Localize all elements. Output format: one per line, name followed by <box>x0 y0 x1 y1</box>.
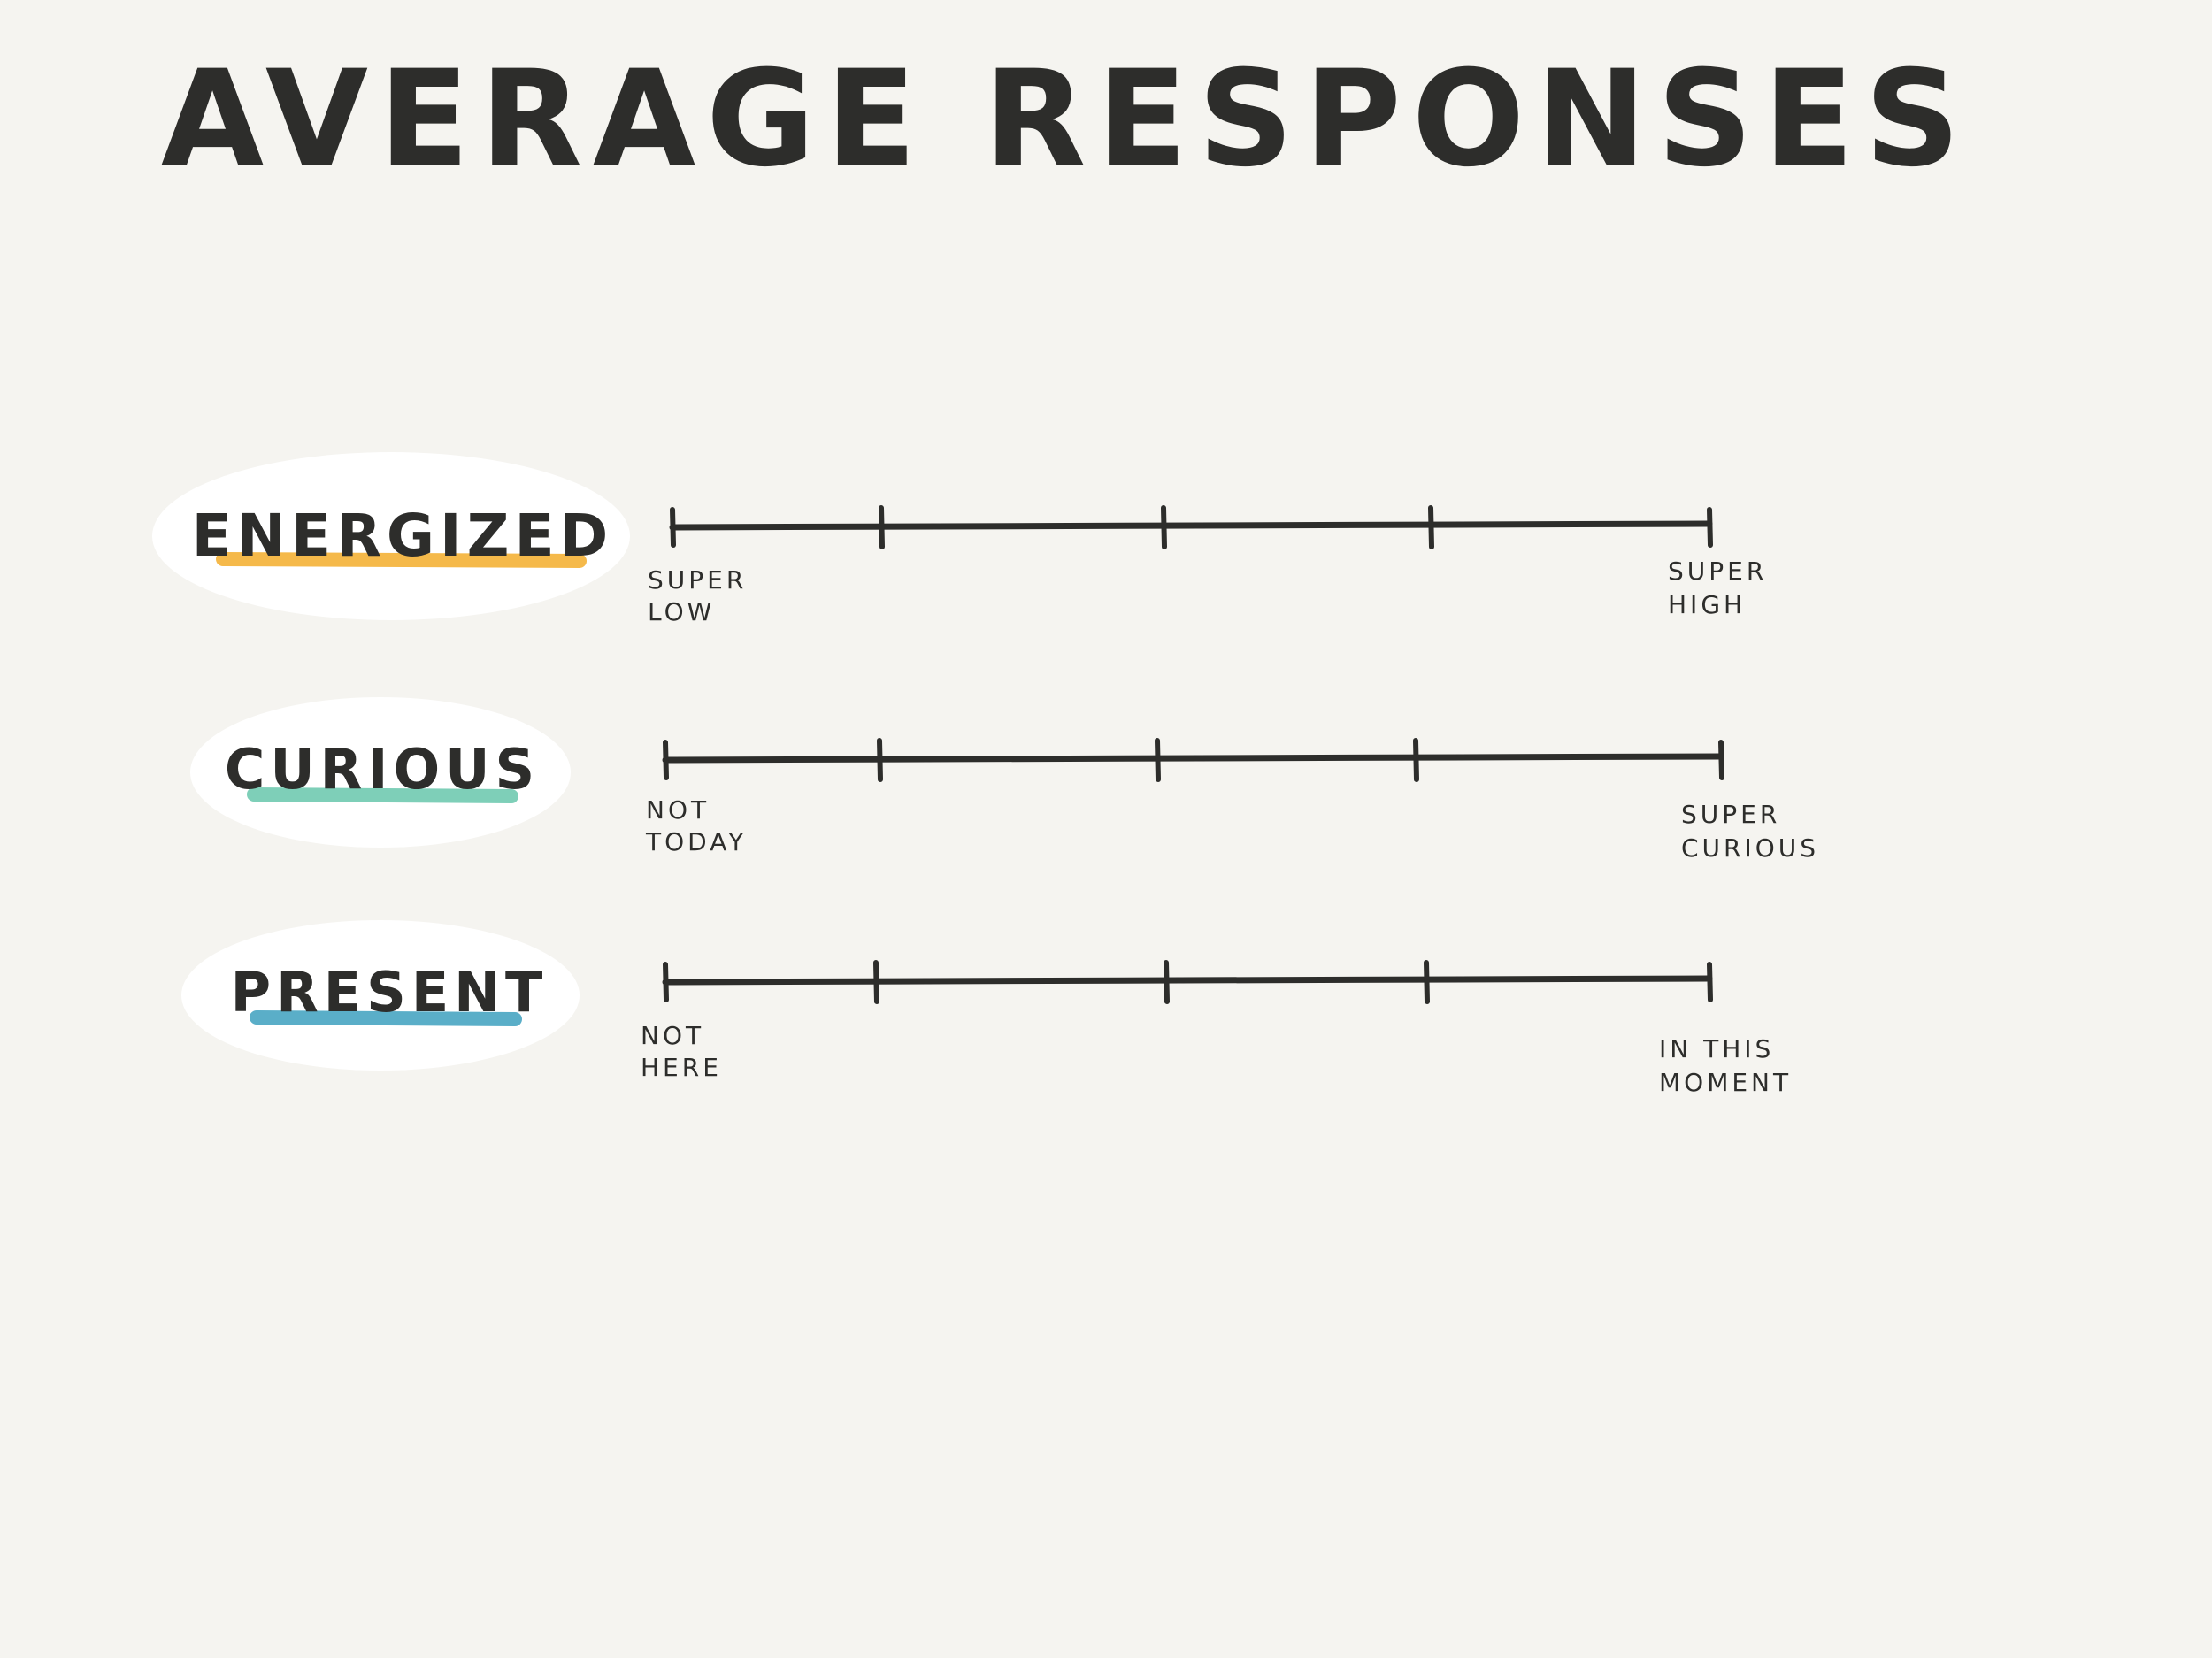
scale-tick <box>1428 505 1434 549</box>
low-end-label: HERE <box>641 1053 722 1082</box>
low-end-label: NOT <box>641 1021 704 1050</box>
label-highlight-blob <box>190 697 571 848</box>
scale-tick <box>879 505 885 549</box>
scale-tick <box>877 738 883 782</box>
scale-tick <box>1164 960 1170 1004</box>
high-end-label: SUPER <box>1668 557 1767 586</box>
page-title: AVERAGE RESPONSES <box>161 42 1971 196</box>
scale-label: PRESENT <box>231 960 549 1025</box>
scale-tick <box>1155 738 1161 782</box>
scale-label: CURIOUS <box>225 737 540 802</box>
high-end-label: IN THIS <box>1659 1034 1774 1063</box>
scale-tick <box>1707 507 1713 548</box>
scale-label: ENERGIZED <box>192 502 614 570</box>
label-underline <box>250 1010 522 1026</box>
high-end-label: CURIOUS <box>1681 833 1819 863</box>
scale-axis-line <box>662 975 1713 986</box>
scale-tick <box>1707 962 1713 1002</box>
low-end-label: TODAY <box>645 827 747 856</box>
scale-tick <box>670 507 676 548</box>
high-end-label: SUPER <box>1681 800 1780 829</box>
low-end-label: SUPER <box>648 565 747 595</box>
scale-axis-line <box>662 753 1724 764</box>
scale-row-present: PRESENT NOT HERE IN THIS MOMENT <box>181 920 1792 1097</box>
high-end-label: MOMENT <box>1659 1068 1792 1097</box>
scale-tick <box>1424 960 1430 1004</box>
scale-tick <box>663 962 669 1002</box>
label-highlight-blob <box>152 452 630 620</box>
low-end-label: LOW <box>648 597 715 626</box>
high-end-label: HIGH <box>1668 590 1746 619</box>
scale-axis-line <box>669 520 1713 531</box>
low-end-label: NOT <box>646 795 710 825</box>
scale-tick <box>873 960 879 1004</box>
scale-tick <box>1718 740 1724 780</box>
scale-tick <box>663 740 669 780</box>
scale-tick <box>1413 738 1419 782</box>
label-underline <box>216 552 587 568</box>
label-underline <box>247 787 518 803</box>
label-highlight-blob <box>181 920 580 1071</box>
